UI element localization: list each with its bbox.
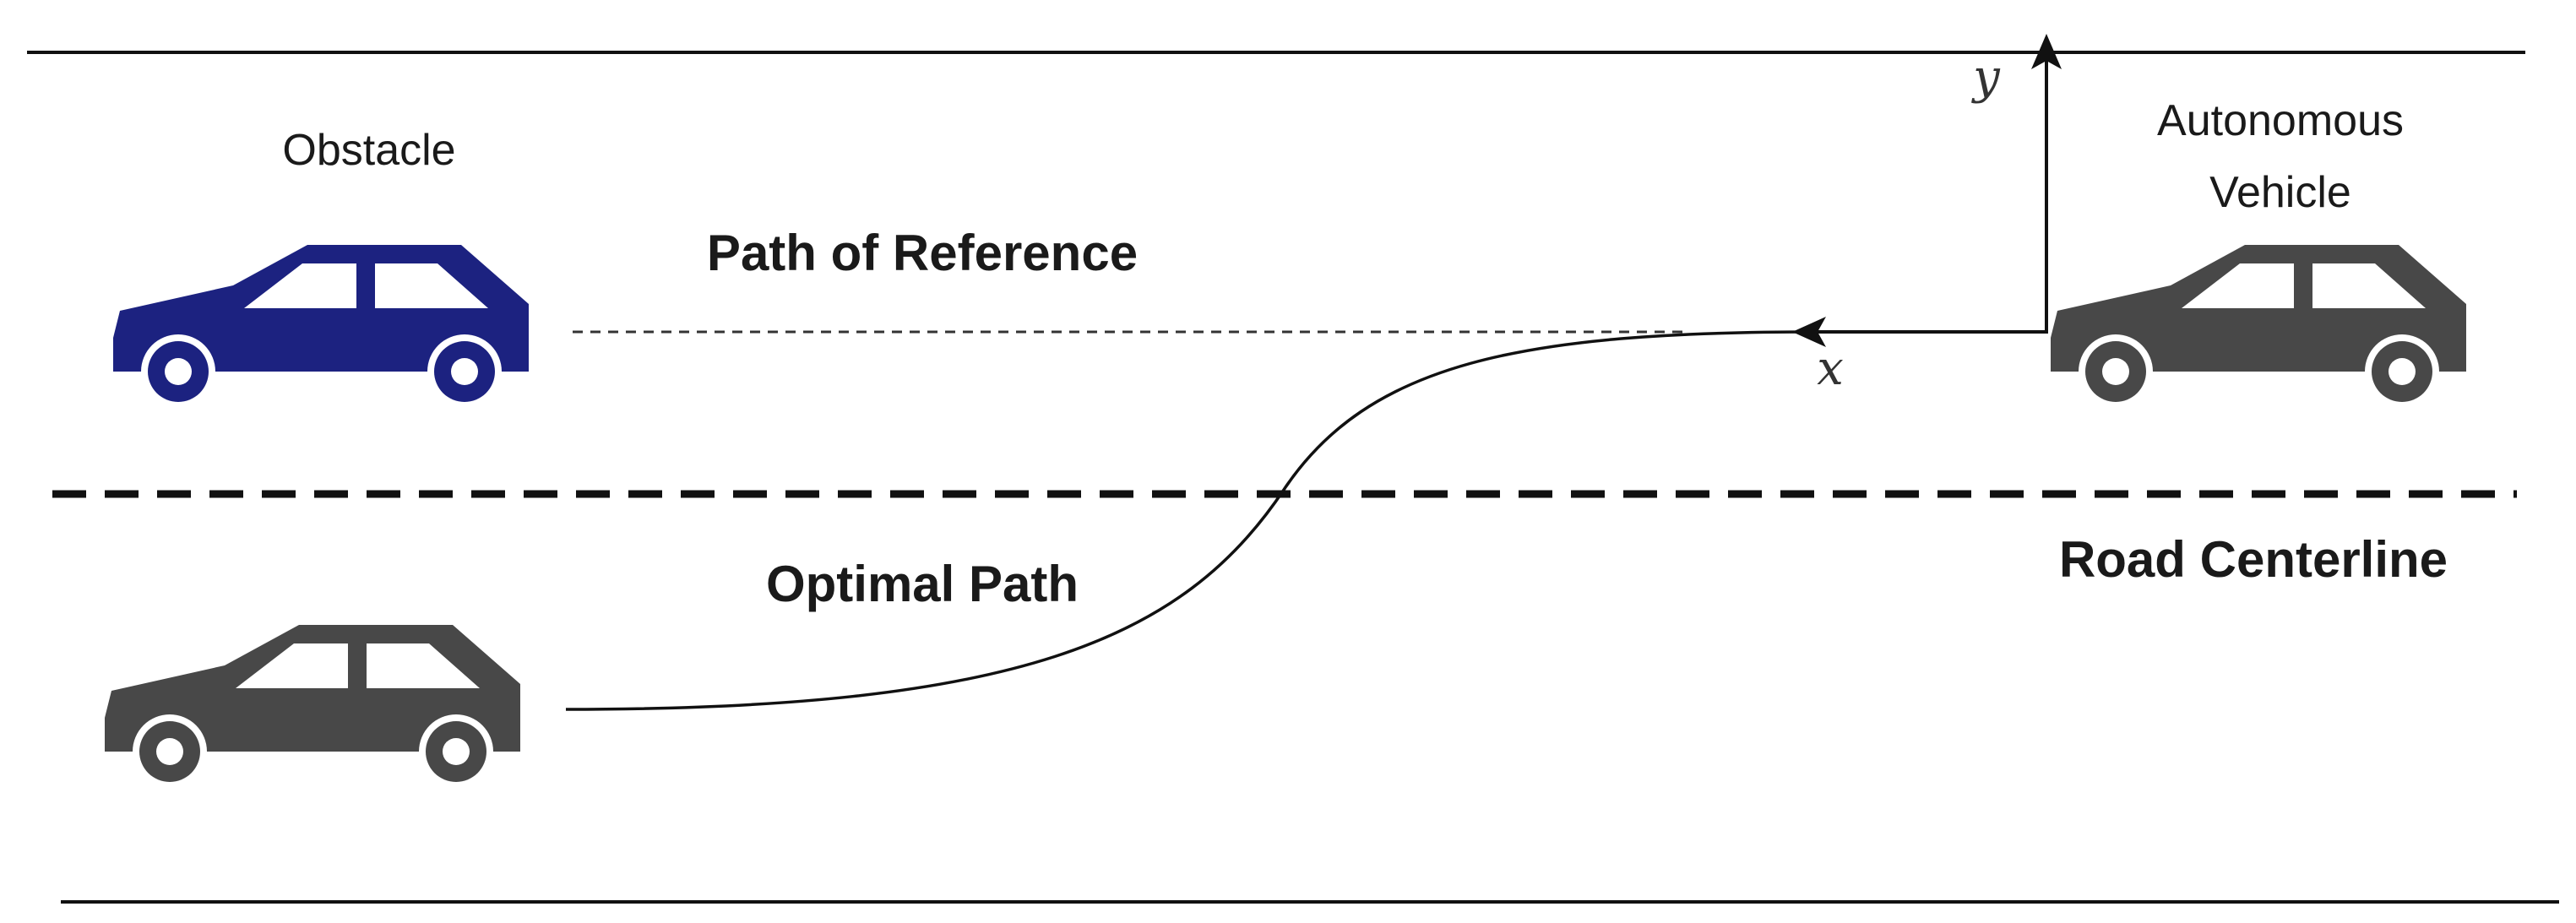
obstacle-car-icon [113, 245, 529, 409]
y-axis-arrow-icon [2031, 34, 2062, 69]
path-of-reference-label: Path of Reference [707, 225, 1138, 281]
optimal-path-curve [565, 330, 1817, 711]
autonomous-vehicle-car-icon [2051, 245, 2466, 409]
axis-x-label: x [1817, 341, 1844, 396]
axis-y-label: y [1970, 50, 2001, 105]
road-centerline-label: Road Centerline [2059, 531, 2448, 588]
autonomous-vehicle-label-line1: Autonomous [2157, 96, 2404, 145]
optimal-path-label: Optimal Path [766, 556, 1079, 612]
obstacle-label: Obstacle [282, 126, 455, 175]
optimal-position-car-icon [105, 625, 520, 789]
autonomous-vehicle-label-line2: Vehicle [2209, 168, 2351, 217]
x-axis-arrow-icon [1792, 317, 1826, 347]
